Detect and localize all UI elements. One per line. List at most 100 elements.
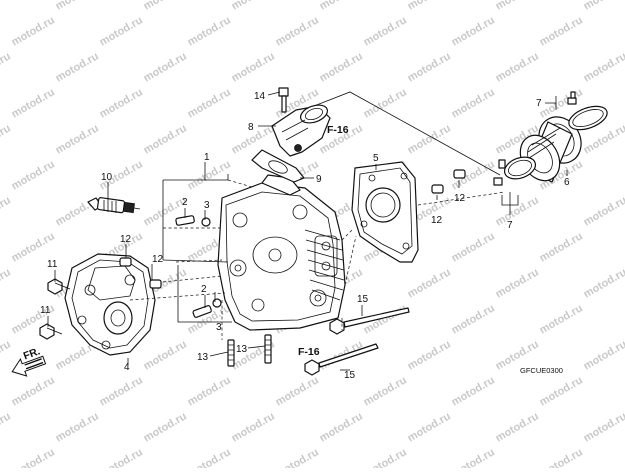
watermark-text: motod.ru	[0, 266, 13, 300]
watermark-text: motod.ru	[98, 446, 145, 468]
watermark-text: motod.ru	[538, 446, 585, 468]
watermark-text: motod.ru	[450, 14, 497, 48]
watermark-text: motod.ru	[230, 0, 277, 13]
watermark-text: motod.ru	[582, 338, 625, 372]
watermark-text: motod.ru	[406, 338, 453, 372]
watermark-text: motod.ru	[362, 14, 409, 48]
callout-7: 7	[507, 220, 513, 231]
callout-9: 9	[316, 174, 322, 185]
watermark-text: motod.ru	[582, 410, 625, 444]
rocker-cover	[65, 254, 155, 355]
watermark-text: motod.ru	[98, 374, 145, 408]
watermark-text: motod.ru	[10, 374, 57, 408]
callout-8: 8	[248, 122, 254, 133]
callout-2: 2	[201, 284, 207, 295]
watermark-text: motod.ru	[582, 50, 625, 84]
watermark-text: motod.ru	[450, 86, 497, 120]
front-arrow: FR.	[7, 345, 48, 380]
watermark-text: motod.ru	[318, 410, 365, 444]
watermark-text: motod.ru	[10, 158, 57, 192]
callout-15: 15	[344, 370, 356, 381]
watermark-text: motod.ru	[186, 158, 233, 192]
callout-3: 3	[204, 200, 210, 211]
watermark-text: motod.ru	[230, 410, 277, 444]
guide-clip	[202, 218, 210, 226]
watermark-text: motod.ru	[406, 50, 453, 84]
watermark-text: motod.ru	[494, 194, 541, 228]
watermark-text: motod.ru	[538, 230, 585, 264]
watermark-text: motod.ru	[186, 446, 233, 468]
callout-11: 11	[47, 259, 58, 270]
watermark-text: motod.ru	[142, 50, 189, 84]
callout-10: 10	[101, 172, 113, 183]
watermark-text: motod.ru	[450, 230, 497, 264]
hose-clamp-upper	[566, 92, 610, 134]
callout-4: 4	[124, 362, 130, 373]
reference-label: F-16	[298, 346, 320, 358]
watermark-text: motod.ru	[494, 0, 541, 13]
callout-12: 12	[120, 234, 132, 245]
stud-bolt	[228, 340, 234, 366]
watermark-text: motod.ru	[318, 50, 365, 84]
watermark-text: motod.ru	[274, 374, 321, 408]
watermark-text: motod.ru	[450, 302, 497, 336]
watermark-text: motod.ru	[0, 338, 13, 372]
watermark-text: motod.ru	[362, 86, 409, 120]
watermark-text: motod.ru	[54, 50, 101, 84]
watermark-text: motod.ru	[494, 266, 541, 300]
watermark-text: motod.ru	[538, 374, 585, 408]
watermark-text: motod.ru	[582, 266, 625, 300]
dowel-pin	[454, 170, 465, 178]
callout-12: 12	[152, 254, 164, 265]
flange-bolt	[40, 324, 62, 339]
watermark-text: motod.ru	[54, 122, 101, 156]
watermark-text: motod.ru	[274, 446, 321, 468]
callout-12: 12	[454, 193, 466, 204]
watermark-text: motod.ru	[274, 14, 321, 48]
watermark-text: motod.ru	[362, 374, 409, 408]
watermark-text: motod.ru	[0, 410, 13, 444]
watermark-text: motod.ru	[0, 0, 13, 13]
watermark-text: motod.ru	[10, 86, 57, 120]
cylinder-head	[218, 175, 345, 330]
watermark-text: motod.ru	[142, 0, 189, 13]
watermark-text: motod.ru	[142, 410, 189, 444]
watermark-text: motod.ru	[0, 50, 13, 84]
watermark-text: motod.ru	[98, 14, 145, 48]
watermark-text: motod.ru	[362, 446, 409, 468]
callout-5: 5	[373, 153, 379, 164]
watermark-text: motod.ru	[406, 410, 453, 444]
stud-bolt	[265, 335, 271, 363]
watermark-text: motod.ru	[186, 374, 233, 408]
callout-15: 15	[357, 294, 369, 305]
watermark-text: motod.ru	[318, 0, 365, 13]
spark-plug	[88, 197, 140, 213]
reference-label: F-16	[327, 124, 349, 136]
callout-11: 11	[40, 305, 51, 316]
watermark-text: motod.ru	[0, 194, 13, 228]
watermark-text: motod.ru	[54, 410, 101, 444]
callout-1: 1	[204, 152, 210, 163]
watermark-text: motod.ru	[10, 446, 57, 468]
guide-clip	[213, 299, 221, 307]
diagram-code: GFCUE0300	[520, 366, 563, 375]
watermark-text: motod.ru	[450, 446, 497, 468]
watermark-text: motod.ru	[494, 50, 541, 84]
watermark-text: motod.ru	[450, 374, 497, 408]
intake-gasket	[352, 162, 418, 262]
watermark-text: motod.ru	[98, 86, 145, 120]
callout-2: 2	[182, 197, 188, 208]
watermark-text: motod.ru	[582, 194, 625, 228]
callout-7: 7	[536, 98, 542, 109]
watermark-text: motod.ru	[538, 14, 585, 48]
callout-3: 3	[216, 322, 222, 333]
watermark-text: motod.ru	[406, 0, 453, 13]
dowel-pin	[120, 258, 131, 266]
watermark-text: motod.ru	[186, 86, 233, 120]
watermark-text: motod.ru	[538, 302, 585, 336]
watermark-text: motod.ru	[230, 50, 277, 84]
watermark-text: motod.ru	[406, 122, 453, 156]
dowel-pin	[432, 185, 443, 193]
